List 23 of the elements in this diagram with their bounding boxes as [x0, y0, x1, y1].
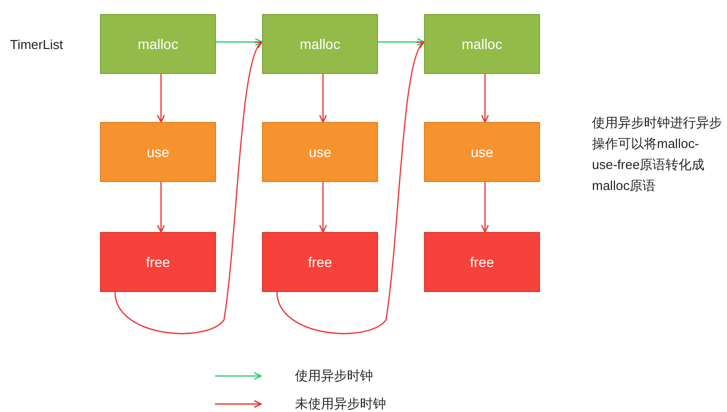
process-box: use [262, 122, 378, 182]
process-box: use [100, 122, 216, 182]
process-box: malloc [100, 14, 216, 74]
arrow [157, 74, 165, 123]
arrow [216, 38, 263, 46]
arrow [481, 74, 489, 123]
process-box: free [262, 232, 378, 292]
arrow [276, 41, 425, 334]
arrow [114, 41, 263, 334]
arrow [481, 182, 489, 233]
list-title: TimerList [10, 37, 63, 52]
arrow [157, 182, 165, 233]
legend-label: 使用异步时钟 [295, 367, 373, 385]
process-box: use [424, 122, 540, 182]
arrow [319, 74, 327, 123]
process-box: malloc [262, 14, 378, 74]
process-box: free [100, 232, 216, 292]
arrow [319, 182, 327, 233]
legend-label: 未使用异步时钟 [295, 395, 386, 412]
arrow [378, 38, 425, 46]
process-box: malloc [424, 14, 540, 74]
process-box: free [424, 232, 540, 292]
note-text: 使用异步时钟进行异步操作可以将malloc-use-free原语转化成malloc原语 [592, 114, 723, 195]
